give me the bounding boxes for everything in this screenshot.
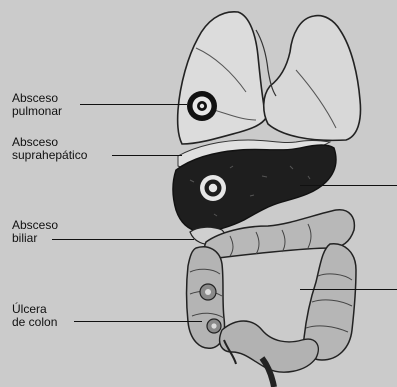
label-colon-ulcer-line2: de colon	[12, 316, 57, 329]
leader-colon-ulcer	[74, 321, 202, 322]
left-lung	[264, 16, 361, 141]
label-subphrenic-abscess-line2: suprahepático	[12, 149, 87, 162]
label-biliary-abscess: Absceso biliar	[12, 219, 58, 245]
label-colon-ulcer: Úlcera de colon	[12, 303, 57, 329]
leader-liver-right	[300, 185, 397, 186]
label-lung-abscess-line2: pulmonar	[12, 105, 62, 118]
leader-subphrenic-abscess	[112, 155, 182, 156]
right-lung	[178, 12, 266, 144]
lung-abscess-marker	[187, 91, 217, 121]
leader-biliary-abscess	[52, 239, 194, 240]
leader-colon-right	[300, 289, 397, 290]
liver-abscess-marker	[200, 175, 226, 201]
label-subphrenic-abscess: Absceso suprahepático	[12, 136, 87, 162]
leader-lung-abscess	[80, 104, 187, 105]
label-lung-abscess: Absceso pulmonar	[12, 92, 62, 118]
